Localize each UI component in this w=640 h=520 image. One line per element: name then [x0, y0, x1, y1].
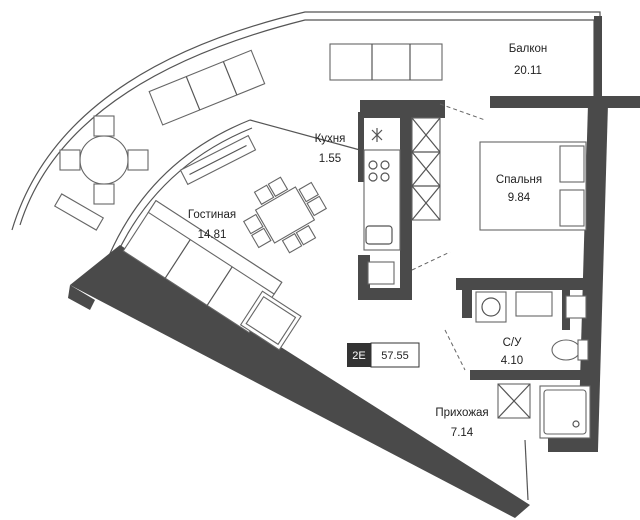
balcony-outline-inner	[19, 19, 595, 226]
stove-burner-icon	[380, 172, 390, 182]
apartment-badge: 2E 57.55	[347, 342, 420, 368]
washer	[475, 291, 507, 323]
wall-bath-top	[456, 278, 591, 290]
kitchen-cabinets	[411, 117, 441, 221]
sun-lounger	[148, 49, 266, 126]
sink-icon	[365, 225, 393, 245]
room-name-bedroom: Спальня	[496, 174, 542, 186]
shower	[539, 385, 591, 439]
room-area-bathroom: 4.10	[501, 355, 523, 367]
stove-burner-icon	[368, 172, 378, 182]
door-swing	[439, 103, 486, 121]
door-swing	[411, 251, 451, 271]
room-name-living: Гостиная	[188, 209, 236, 221]
room-name-hallway: Прихожая	[435, 407, 488, 419]
room-area-hallway: 7.14	[451, 427, 474, 439]
wall-kitchen-left	[358, 112, 364, 182]
bathroom-shelf	[565, 295, 587, 319]
room-name-balcony: Балкон	[509, 43, 548, 55]
wall-bath-bottom	[470, 370, 590, 380]
glazing-line-2	[115, 127, 253, 257]
hallway-cabinet	[497, 383, 531, 419]
wall-kitchen-base	[358, 288, 412, 300]
armchair	[239, 290, 302, 351]
tv-stand	[179, 134, 257, 186]
wall-top-kitchen	[360, 100, 445, 118]
wall-bath-left	[462, 278, 472, 318]
glazing-to-kitchen	[249, 119, 361, 151]
sun-lounger	[329, 43, 443, 81]
wall-left-stub	[68, 285, 95, 310]
wall-kitchen-vertical	[400, 112, 412, 292]
stove-burner-icon	[368, 160, 378, 170]
glazing-line	[107, 119, 251, 259]
wall-balcony-right	[594, 16, 602, 106]
entrance-line	[524, 439, 529, 501]
washbasin	[515, 291, 553, 317]
wall-right-bottom	[548, 438, 598, 452]
balcony-outline	[11, 11, 601, 231]
balcony-table	[59, 115, 149, 205]
bed	[479, 141, 587, 231]
apartment-type: 2E	[352, 350, 365, 362]
stove-burner-icon	[380, 160, 390, 170]
room-area-kitchen: 1.55	[319, 153, 341, 165]
shaft	[367, 261, 395, 285]
balcony-bench	[53, 193, 105, 231]
dining-table	[242, 176, 328, 254]
wall-top-bedroom	[490, 96, 640, 108]
room-name-kitchen: Кухня	[315, 133, 346, 145]
door-swing	[444, 329, 466, 371]
toilet	[551, 339, 589, 361]
kitchen-counter	[363, 128, 401, 251]
wall-diagonal	[70, 245, 530, 518]
room-name-bathroom: С/У	[503, 337, 523, 349]
sofa	[122, 199, 283, 334]
room-area-living: 14.81	[198, 229, 227, 241]
apartment-total-area: 57.55	[381, 350, 409, 362]
room-area-balcony: 20.11	[514, 65, 542, 77]
room-area-bedroom: 9.84	[508, 192, 531, 204]
